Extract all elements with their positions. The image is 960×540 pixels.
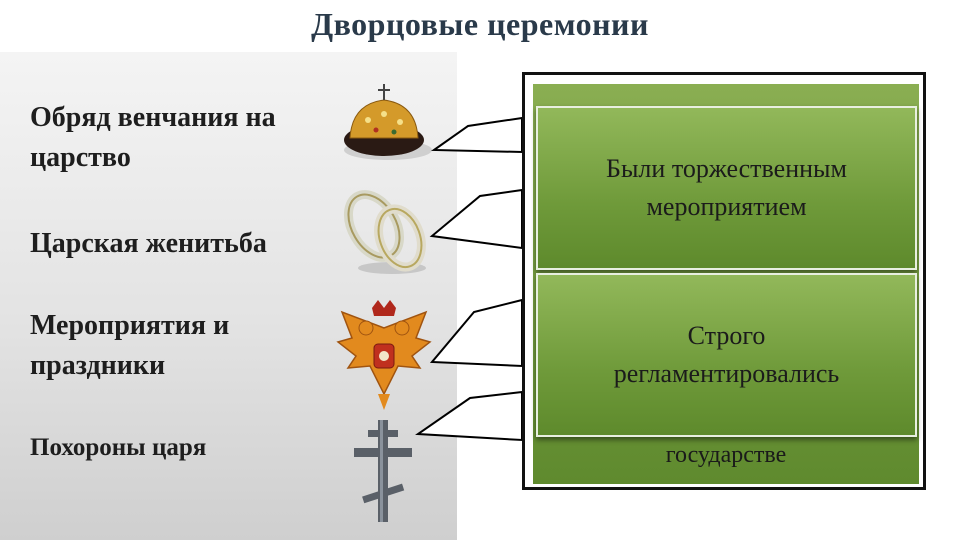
card-solemn: Были торжественным мероприятием — [536, 106, 917, 270]
list-item-events: Мероприятия и праздники — [30, 306, 229, 386]
card-regulated: Строго регламентировались — [536, 273, 917, 437]
card-text-line: Были торжественным — [606, 154, 847, 183]
list-item-label: Царская женитьба — [30, 228, 267, 259]
list-item-funeral: Похороны царя — [30, 428, 206, 468]
orthodox-cross-icon — [354, 420, 412, 522]
wedding-rings-icon — [343, 190, 426, 274]
list-item-label: Похороны царя — [30, 434, 207, 461]
card-text-line: регламентировались — [613, 359, 840, 388]
list-item-label: праздники — [30, 350, 166, 381]
background-card-text: государстве — [665, 442, 787, 468]
list-item-coronation: Обряд венчания на царство — [30, 98, 276, 178]
double-headed-eagle-icon — [336, 300, 432, 410]
list-item-wedding: Царская женитьба — [30, 224, 267, 264]
list-item-label: Мероприятия и — [30, 310, 230, 341]
crown-icon — [344, 84, 432, 160]
list-item-label: царство — [30, 142, 131, 173]
list-item-label: Обряд венчания на — [30, 102, 276, 133]
slide-title: Дворцовые церемонии — [311, 6, 649, 42]
card-text-line: мероприятием — [646, 192, 807, 221]
card-text-line: Строго — [687, 321, 766, 350]
